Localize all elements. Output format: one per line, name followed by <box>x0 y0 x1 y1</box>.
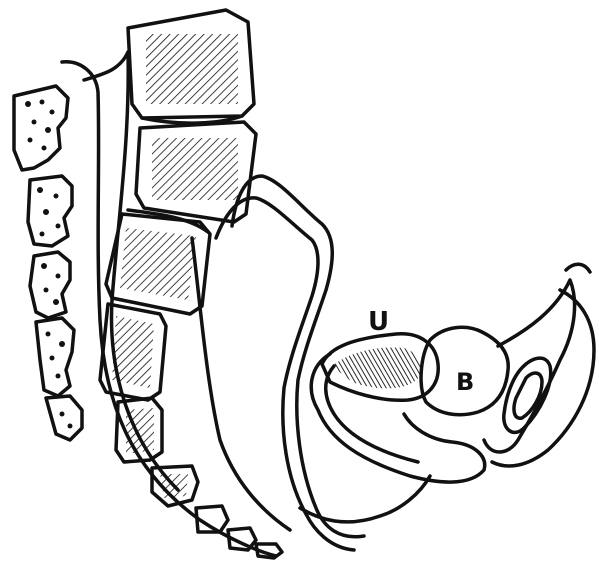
pelvic-floor <box>192 238 290 530</box>
labia <box>566 264 590 272</box>
bladder-label: B <box>456 368 474 396</box>
uterus-label: U <box>368 307 389 337</box>
pubic-bone-outer <box>484 280 575 452</box>
spinous-processes <box>14 86 82 440</box>
